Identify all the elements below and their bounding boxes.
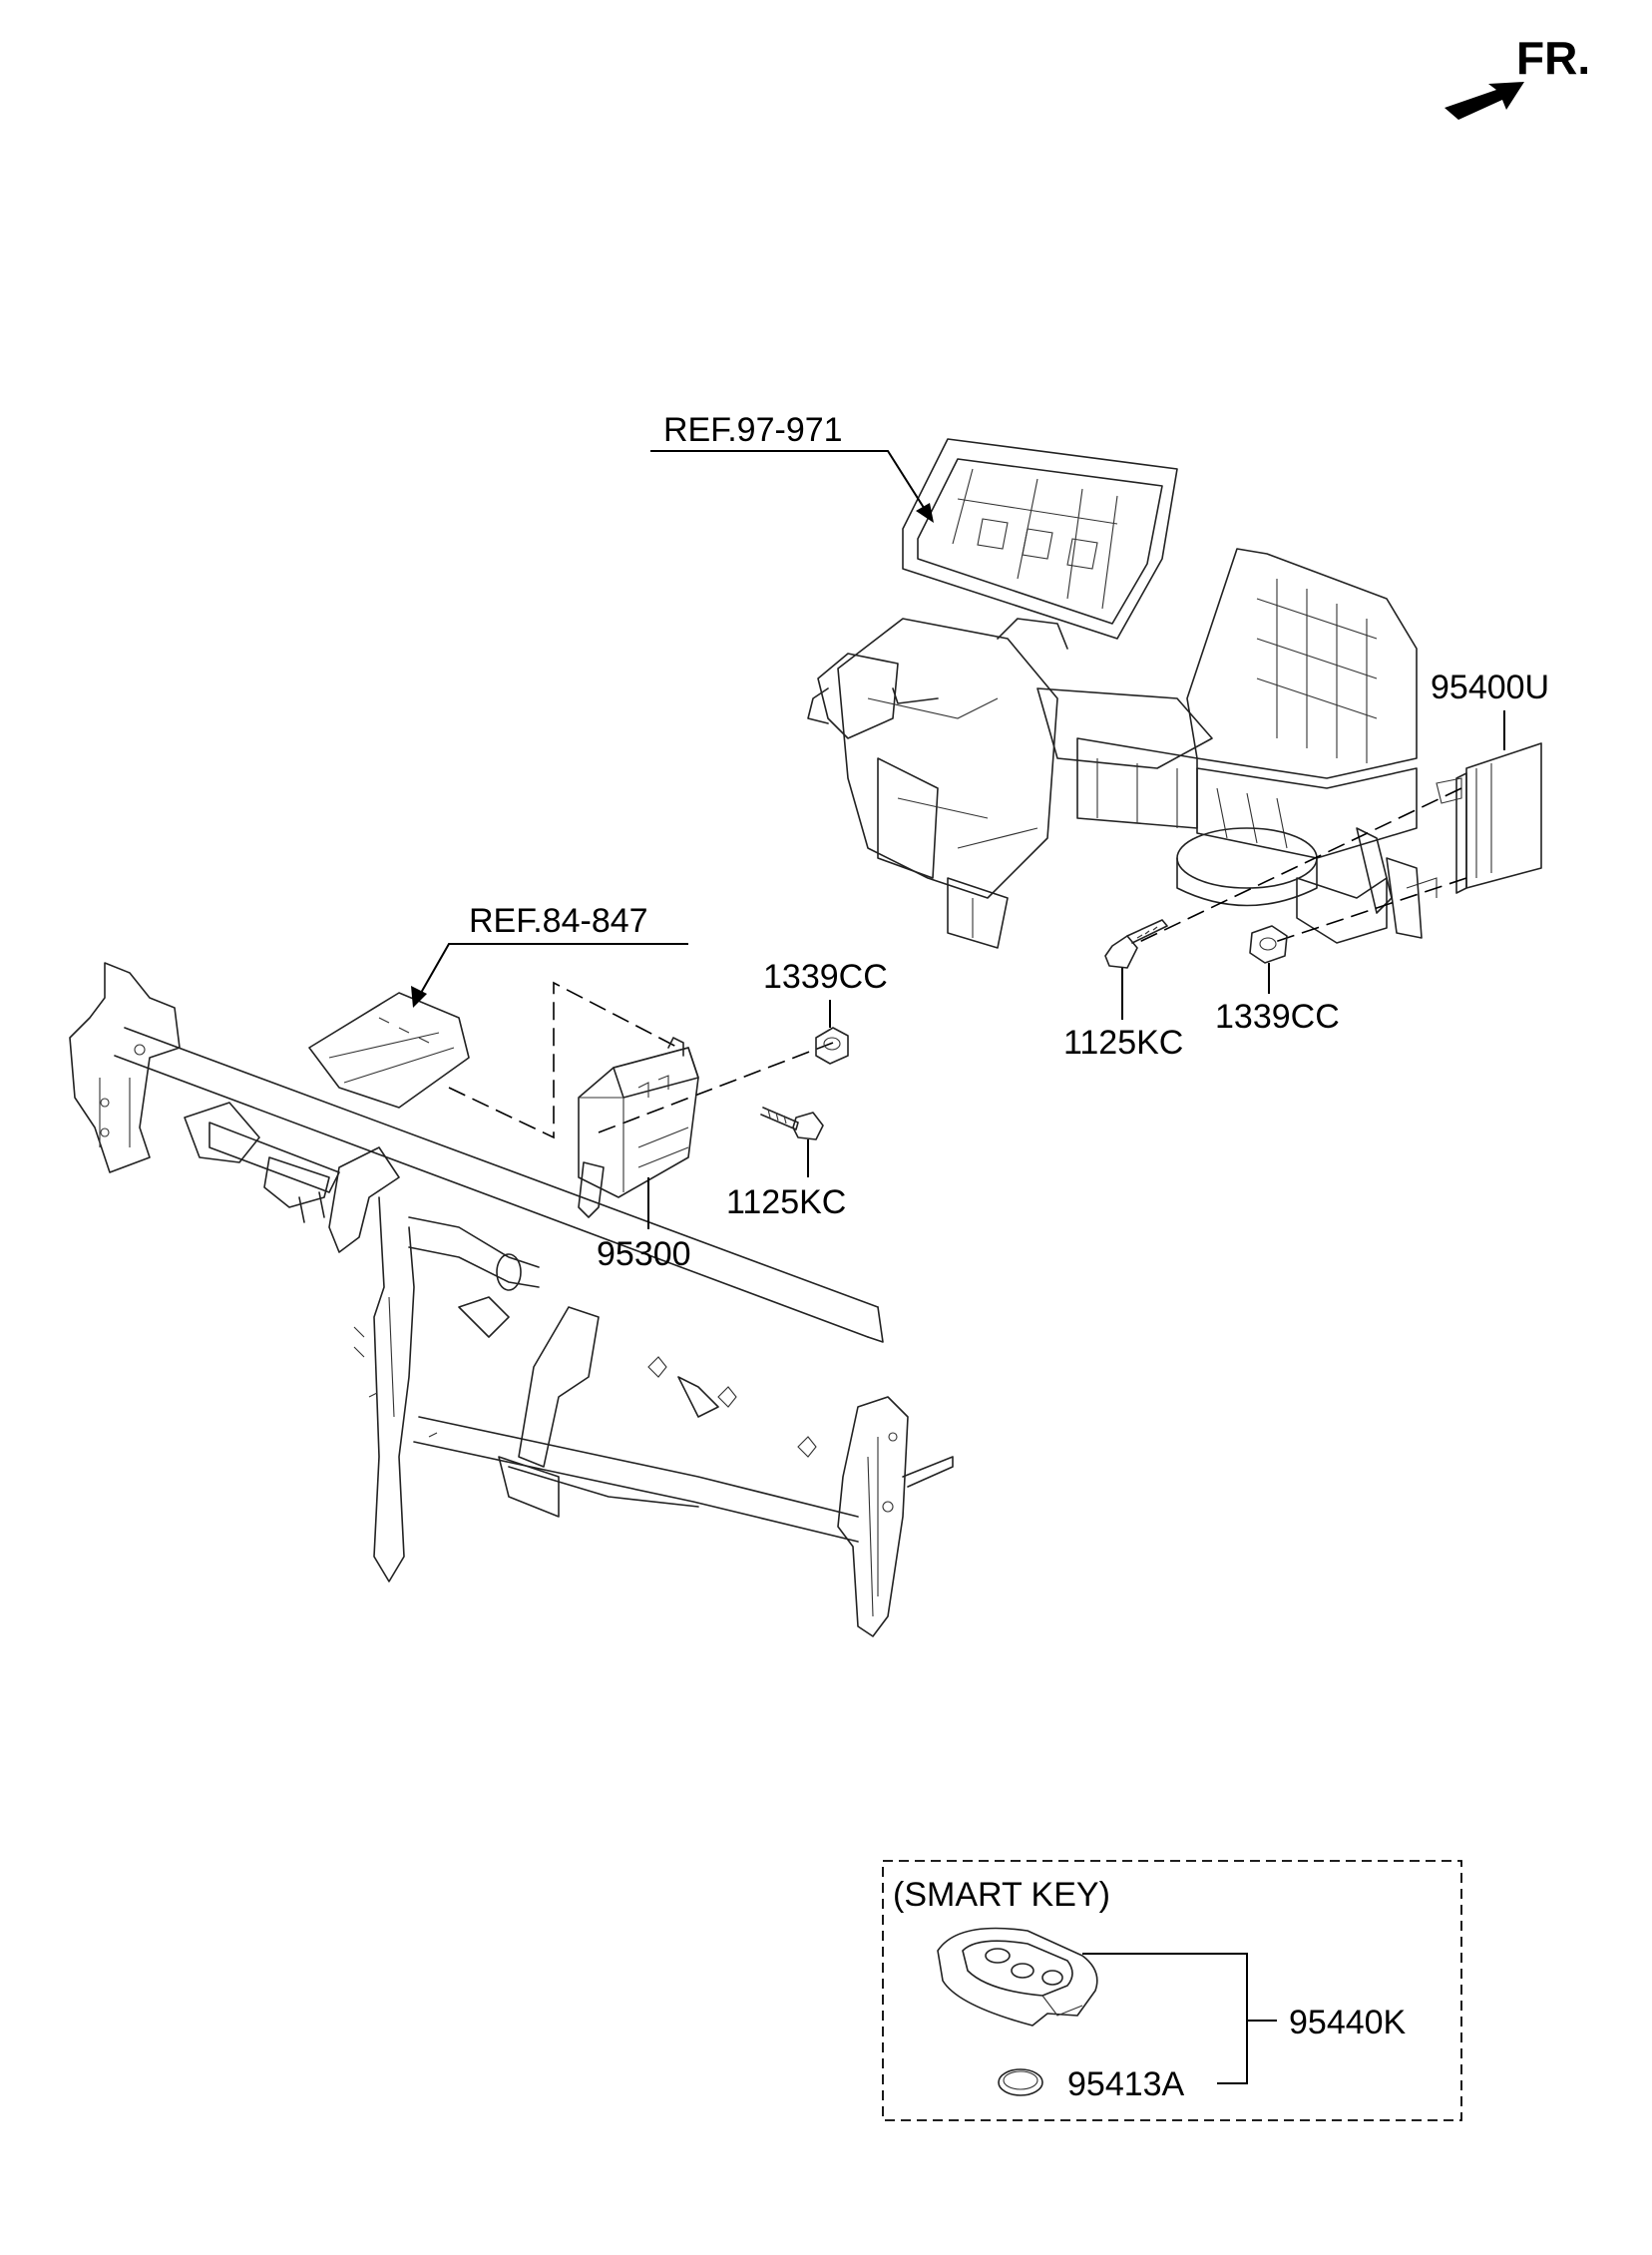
cowl-dashed-lines	[448, 981, 834, 1139]
hvac-reference-leader	[650, 450, 934, 523]
part-label-95300: 95300	[597, 1235, 691, 1273]
module-95300-drawing	[578, 1037, 699, 1218]
part-label-95400u: 95400U	[1431, 669, 1549, 706]
bolt-left-drawing	[760, 1107, 824, 1140]
smart-key-box	[882, 1860, 1462, 2121]
smart-key-title: (SMART KEY)	[893, 1876, 1110, 1914]
cowl-reference-label: REF.84-847	[469, 902, 648, 940]
part-label-1125kc-left: 1125KC	[726, 1183, 846, 1221]
part-label-1339cc-left: 1339CC	[763, 958, 888, 996]
nut-left-drawing	[815, 1027, 849, 1065]
smart-key-leaders	[1082, 1953, 1277, 2084]
hvac-reference-label: REF.97-971	[663, 411, 843, 449]
module-95400u-drawing	[1436, 742, 1542, 894]
front-label: FR.	[1516, 32, 1590, 84]
hvac-dashed-lines	[1136, 787, 1467, 944]
smart-key-fob-drawing	[937, 1927, 1098, 2027]
part-label-1339cc-right: 1339CC	[1215, 998, 1340, 1036]
part-label-1125kc-right: 1125KC	[1063, 1024, 1183, 1062]
cowl-crossbar-drawing	[69, 962, 954, 1637]
cowl-reference-leader	[411, 943, 688, 1008]
hvac-assembly-drawing	[807, 438, 1438, 949]
front-direction-arrow	[1445, 82, 1524, 120]
battery-95413a-drawing	[998, 2068, 1043, 2096]
nut-right-drawing	[1249, 925, 1288, 964]
part-label-95440k: 95440K	[1289, 2004, 1407, 2041]
bolt-right-drawing	[1104, 919, 1168, 969]
part-label-95413a: 95413A	[1067, 2065, 1185, 2103]
